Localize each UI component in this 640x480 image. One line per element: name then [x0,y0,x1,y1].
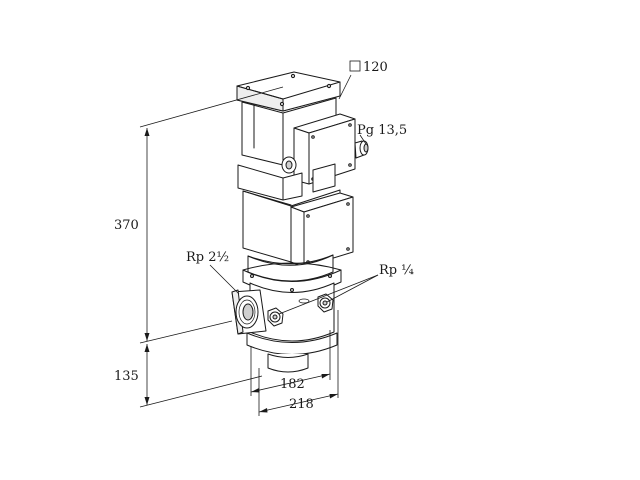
cable-gland [354,140,369,159]
actuator-head [236,71,369,201]
label-inlet-thread: Rp 2½ [186,250,229,265]
square-symbol-icon [349,60,361,72]
test-port-left [267,307,284,327]
label-width-flange: 182 [280,377,305,392]
label-square-size: 120 [363,60,388,75]
dimension-lines [139,74,379,416]
label-height-upper: 370 [114,218,139,233]
valve-body [231,262,342,373]
label-cable-gland: Pg 13,5 [357,123,407,138]
inlet-port [231,289,267,335]
label-width-overall: 218 [289,397,314,412]
label-test-ports: Rp ¼ [379,263,414,278]
test-port-right [317,293,334,313]
lower-housing [242,189,354,282]
label-height-lower: 135 [114,369,139,384]
